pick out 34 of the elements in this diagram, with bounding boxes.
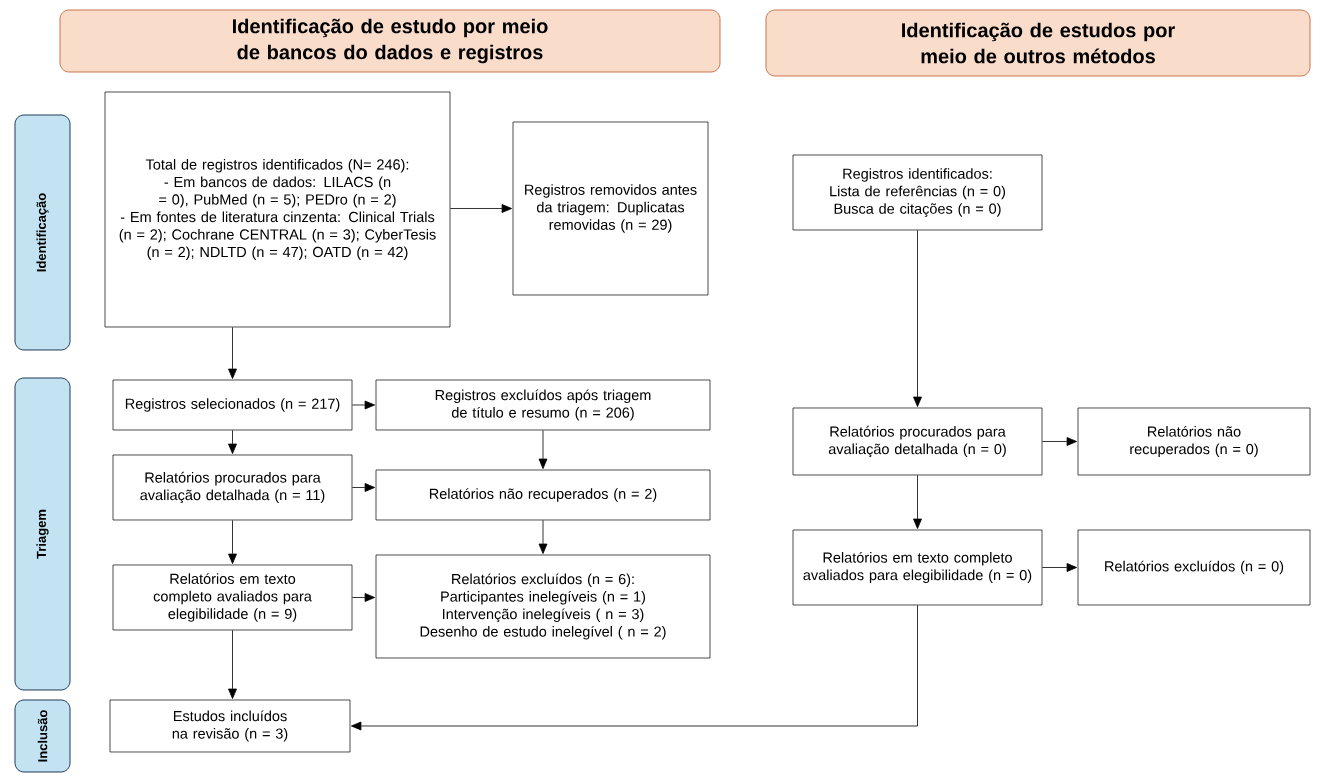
section-header: Identificação de estudo por meio de bancos do dados e registros — [59, 9, 721, 73]
process-box: Relatórios não recuperados (n = 2) — [375, 469, 711, 521]
arrow — [1041, 563, 1077, 572]
arrow — [351, 604, 918, 731]
arrow — [538, 429, 548, 469]
process-box: Relatórios procurados para avaliação detalhada (n = 11) — [112, 454, 353, 521]
arrow — [228, 629, 237, 699]
process-box: Estudos incluídos na revisão (n = 3) — [109, 699, 351, 753]
process-box: Registros excluídos após triagem de título e resumo (n = 206) — [375, 379, 711, 431]
process-box: Registros identificados: Lista de referências (n = 0) Busca de citações (n = 0) — [792, 154, 1043, 231]
phase-band: Inclusão — [14, 699, 71, 773]
arrow — [913, 474, 922, 529]
arrow — [538, 519, 548, 554]
process-box: Relatórios em texto completo avaliados para elegibilidade (n = 9) — [112, 564, 353, 631]
process-box: Registros removidos antes da triagem: Duplicatas removidas (n = 29) — [512, 121, 709, 296]
phase-band: Identificação — [14, 114, 71, 351]
process-box: Relatórios excluídos (n = 6): Participantes inelegíveis (n = 1) Intervenção inelegíveis ( n = 3) Desenho de estudo inelegível ( n = 2) — [375, 554, 711, 659]
process-box: Relatórios não recuperados (n = 0) — [1077, 407, 1311, 476]
arrow — [351, 400, 375, 410]
arrow — [228, 326, 237, 379]
phase-band: Triagem — [14, 377, 71, 691]
arrow — [351, 593, 375, 602]
arrow — [228, 429, 237, 454]
process-box: Relatórios em texto completo avaliados para elegibilidade (n = 0) — [792, 529, 1043, 606]
process-box: Registros selecionados (n = 217) — [112, 379, 353, 431]
arrow — [449, 204, 512, 213]
process-box: Relatórios procurados para avaliação detalhada (n = 0) — [792, 407, 1043, 476]
arrow — [228, 519, 237, 564]
arrow — [1041, 437, 1077, 446]
arrow — [913, 229, 922, 407]
arrow — [351, 483, 375, 492]
process-box: Total de registros identificados (N= 246): - Em bancos de dados: LILACS (n = 0), PubMed (n = 5); PEDro (n = 2) - Em fontes de literatura cinzenta: Clinical Trials (n = 2); Cochrane CENTRAL (n = 3); CyberTesis (n = 2); NDLTD (n = 47); OATD (n = 42) — [104, 91, 451, 328]
process-box: Relatórios excluídos (n = 0) — [1077, 529, 1311, 606]
section-header: Identificação de estudos por meio de outros métodos — [765, 9, 1311, 77]
